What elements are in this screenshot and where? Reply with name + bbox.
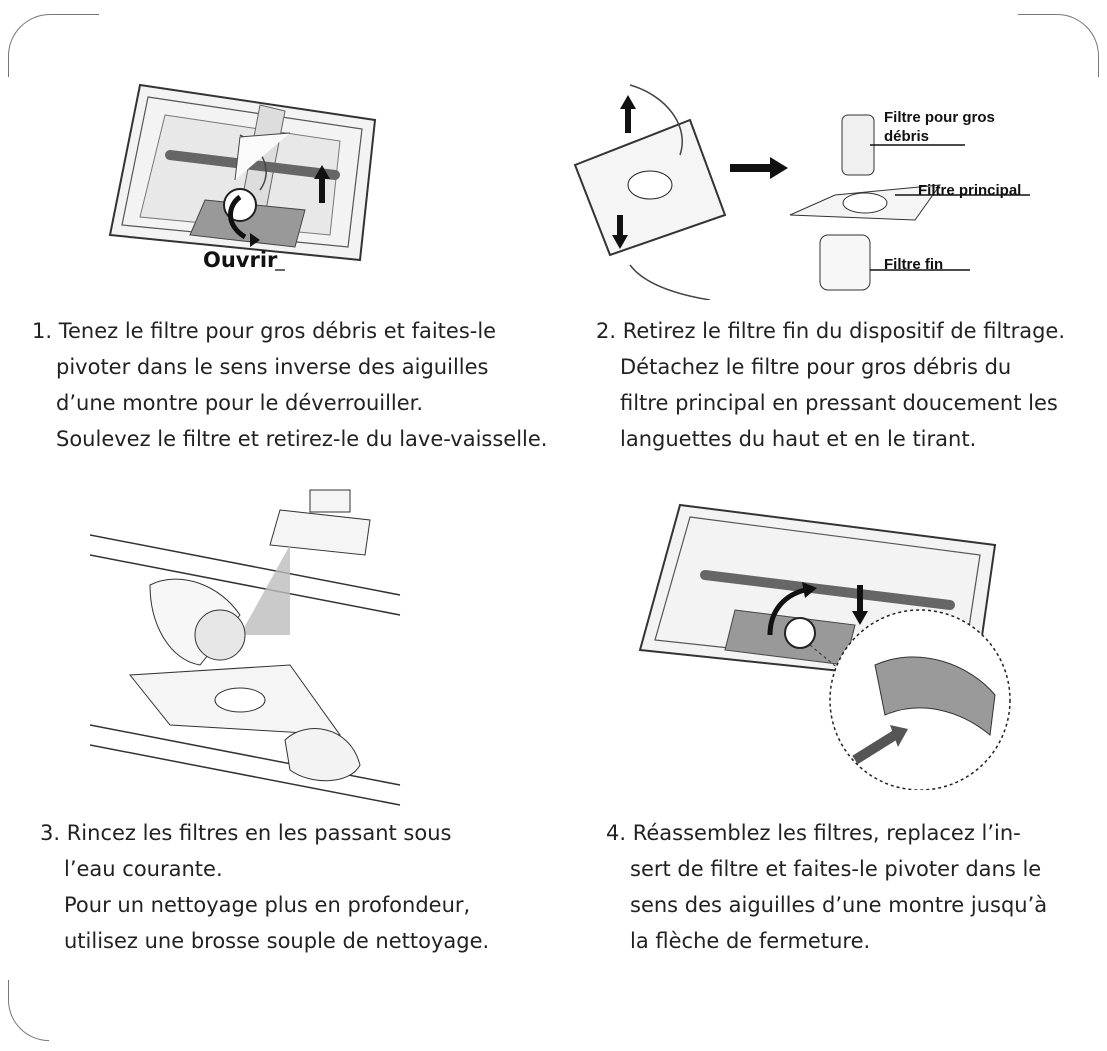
step-2-line-1: 2. Retirez le filtre fin du dispositif d… xyxy=(596,319,1066,343)
frame-corner-top-left xyxy=(8,14,99,77)
step-1-line-3: d’une montre pour le déverrouiller. xyxy=(56,391,424,415)
dishwasher-tub-drawing xyxy=(108,83,377,271)
step-1-text: 1. Tenez le filtre pour gros débris et f… xyxy=(32,313,547,457)
step-4-line-1: 4. Réassemblez les filtres, replacez l’i… xyxy=(606,821,1021,845)
reassemble-drawing xyxy=(638,503,1011,790)
illustration-unlock-filter xyxy=(90,75,380,285)
label-main-filter: Filtre principal xyxy=(918,182,1022,199)
step-4-text: 4. Réassemblez les filtres, replacez l’i… xyxy=(606,815,1047,959)
step-3-line-4: utilisez une brosse souple de nettoyage. xyxy=(64,929,490,953)
step-1-line-4: Soulevez le filtre et retirez-le du lave… xyxy=(56,427,548,451)
step-3-line-1: 3. Rincez les filtres en les passant sou… xyxy=(40,821,452,845)
step-2-line-4: languettes du haut et en le tirant. xyxy=(620,427,977,451)
step-4-line-4: la flèche de fermeture. xyxy=(630,929,871,953)
step-2-line-2: Détachez le filtre pour gros débris du xyxy=(620,355,1012,379)
filter-parts-drawing xyxy=(573,84,1030,300)
step-3-text: 3. Rincez les filtres en les passant sou… xyxy=(40,815,489,959)
illustration-filter-parts xyxy=(570,75,1030,300)
frame-corner-top-right xyxy=(1018,14,1099,77)
open-label: Ouvrir xyxy=(203,248,278,272)
label-coarse-filter: Filtre pour gros xyxy=(884,109,995,126)
step-3-line-2: l’eau courante. xyxy=(64,857,223,881)
illustration-reassemble xyxy=(620,485,1030,790)
step-4-line-2: sert de filtre et faites-le pivoter dans… xyxy=(630,857,1042,881)
rinse-drawing xyxy=(90,489,401,806)
frame-corner-bottom-left xyxy=(8,980,49,1041)
label-coarse-filter-2: débris xyxy=(884,128,930,145)
step-4-line-3: sens des aiguilles d’une montre jusqu’à xyxy=(630,893,1048,917)
step-1-line-2: pivoter dans le sens inverse des aiguill… xyxy=(56,355,489,379)
step-1-line-1: 1. Tenez le filtre pour gros débris et f… xyxy=(32,319,497,343)
illustration-rinse-filters xyxy=(90,485,410,810)
label-fine-filter: Filtre fin xyxy=(884,256,944,273)
step-3-line-3: Pour un nettoyage plus en profondeur, xyxy=(64,893,471,917)
step-2-line-3: filtre principal en pressant doucement l… xyxy=(620,391,1058,415)
step-2-text: 2. Retirez le filtre fin du dispositif d… xyxy=(596,313,1065,457)
